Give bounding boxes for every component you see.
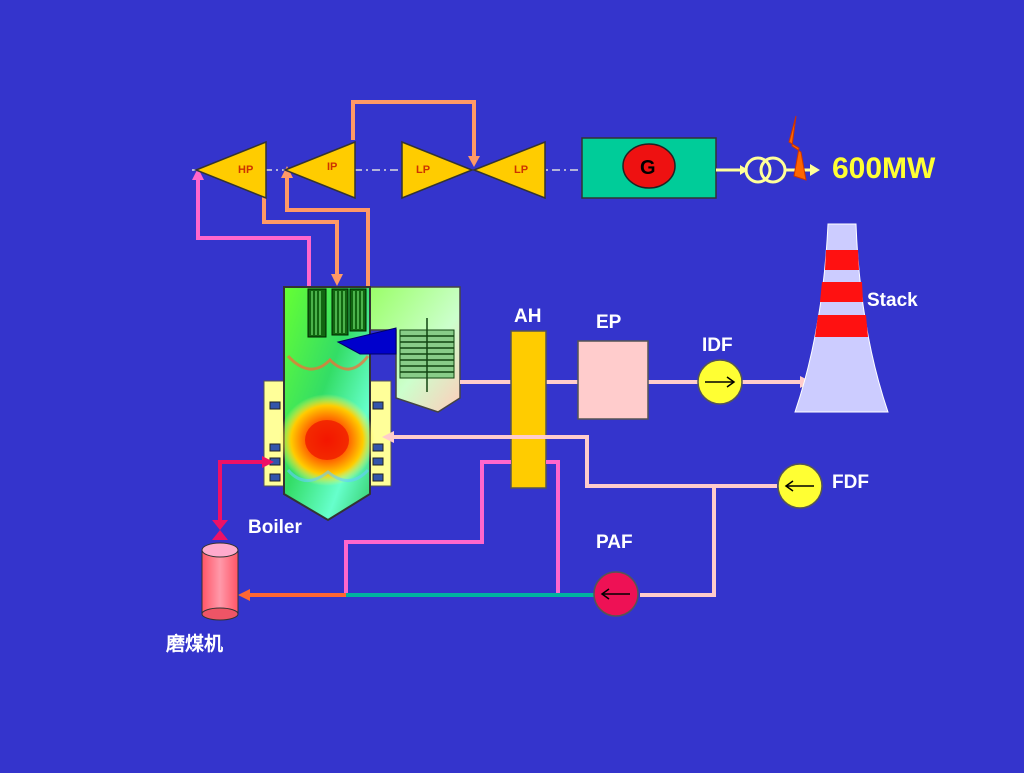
steam-lines	[192, 100, 480, 286]
cold-reheat-pipe	[262, 190, 339, 276]
turbine-ip: IP	[282, 140, 356, 200]
coal-mill	[201, 542, 239, 621]
turbine-hp: HP	[193, 140, 267, 200]
electrostatic-precipitator	[577, 340, 649, 420]
valve-icon	[212, 520, 228, 540]
turbine-ip-label: IP	[327, 161, 337, 173]
stack-label: Stack	[867, 290, 918, 311]
coal-mill-label: 磨煤机	[165, 632, 223, 655]
precipitator-label: EP	[596, 312, 622, 333]
fd-fan-label: FDF	[832, 472, 869, 493]
turbine-lp1-label: LP	[416, 164, 430, 176]
pa-fan-label: PAF	[596, 532, 633, 553]
boiler	[263, 286, 461, 522]
turbine-lp1: LP	[401, 140, 475, 200]
air-heater	[510, 330, 547, 489]
transformer-icon	[744, 156, 787, 184]
lightning-icon	[788, 115, 807, 181]
generator-rotor	[622, 143, 676, 189]
air-heater-label: AH	[514, 306, 541, 327]
turbine-lp2: LP	[471, 140, 546, 200]
stack-band-2	[820, 282, 863, 302]
pa-fan	[593, 571, 639, 617]
turbine-lp2-label: LP	[514, 164, 528, 176]
stack-band-3	[815, 315, 868, 337]
hot-primary-air-path	[344, 460, 560, 595]
stack-band-1	[825, 250, 859, 270]
secondary-air-path	[391, 435, 777, 597]
fd-fan	[777, 463, 823, 509]
stack	[794, 223, 889, 413]
turbine-hp-label: HP	[238, 164, 253, 176]
main-steam-pipe	[196, 178, 311, 286]
furnace-nose	[336, 327, 397, 355]
id-fan	[697, 359, 743, 405]
generator: G	[581, 137, 717, 199]
output-power-label: 600MW	[832, 152, 936, 185]
crossover-pipe	[351, 100, 476, 162]
economizer-bank	[399, 318, 455, 392]
superheater-panels	[307, 288, 367, 338]
hot-reheat-pipe	[285, 176, 370, 286]
id-fan-label: IDF	[702, 335, 733, 356]
generator-label: G	[640, 157, 656, 179]
coal-pipe	[218, 460, 264, 522]
boiler-label: Boiler	[248, 517, 302, 538]
